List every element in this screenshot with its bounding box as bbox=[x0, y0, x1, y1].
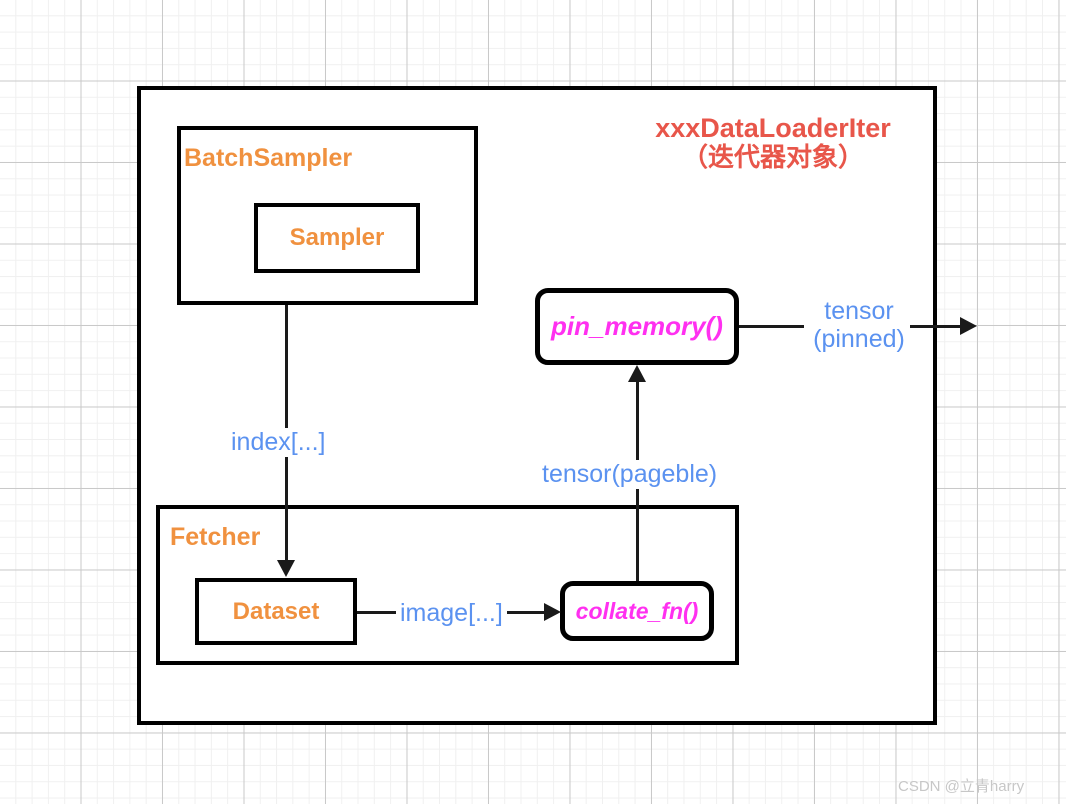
batch-sampler-label: BatchSampler bbox=[184, 144, 353, 172]
edge-tensor-pageble-label: tensor(pageble) bbox=[538, 460, 722, 489]
pin-memory-box: pin_memory() bbox=[535, 288, 739, 365]
csdn-watermark: CSDN @立青harry bbox=[898, 778, 1025, 795]
edge-tensor-pageble-arrowhead bbox=[628, 365, 646, 382]
dataset-label: Dataset bbox=[232, 597, 320, 625]
edge-tensor-pinned-line-left bbox=[739, 325, 804, 328]
edge-image-arrowhead bbox=[544, 603, 561, 621]
edge-tensor-pinned-label-line2: (pinned) bbox=[813, 325, 905, 353]
diagram-title-main: xxxDataLoaderIter bbox=[655, 113, 891, 143]
collate-fn-box: collate_fn() bbox=[560, 581, 714, 641]
pin-memory-label: pin_memory() bbox=[551, 311, 723, 341]
sampler-box: Sampler bbox=[254, 203, 420, 273]
edge-tensor-pinned-label: tensor (pinned) bbox=[804, 297, 914, 353]
diagram-title-sub: （迭代器对象） bbox=[681, 142, 864, 173]
sampler-label: Sampler bbox=[289, 224, 385, 251]
diagram-title: xxxDataLoaderIter （迭代器对象） bbox=[633, 113, 913, 172]
edge-tensor-pinned-line-right bbox=[910, 325, 962, 328]
edge-index-label: index[...] bbox=[227, 428, 330, 457]
edge-tensor-pinned-label-line1: tensor bbox=[824, 297, 894, 325]
collate-fn-label: collate_fn() bbox=[575, 597, 699, 624]
edge-image-label: image[...] bbox=[396, 599, 507, 628]
fetcher-label: Fetcher bbox=[170, 523, 261, 551]
edge-index-arrowhead bbox=[277, 560, 295, 577]
dataset-box: Dataset bbox=[195, 578, 357, 645]
edge-tensor-pinned-arrowhead bbox=[960, 317, 977, 335]
